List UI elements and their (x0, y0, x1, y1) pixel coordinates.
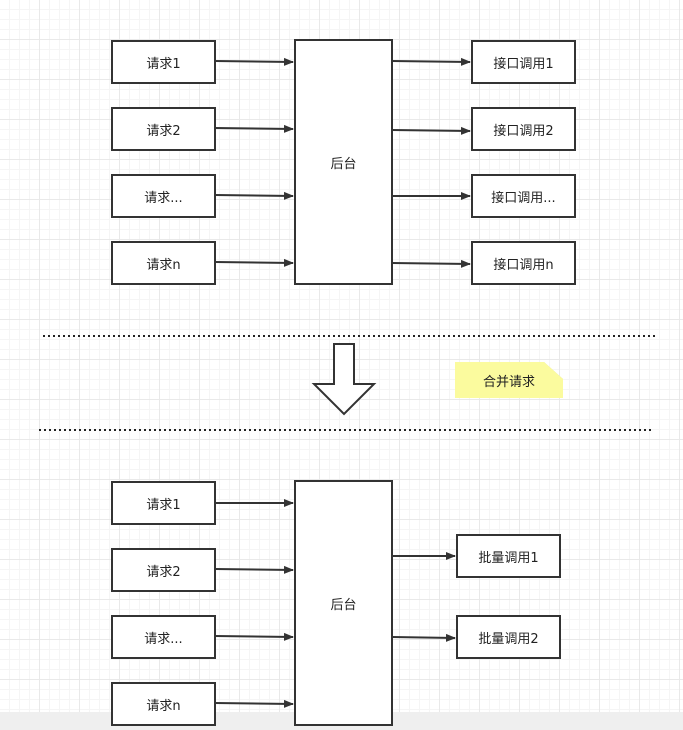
api-call-label: 接口调用1 (493, 56, 554, 72)
request-label: 请求... (144, 190, 183, 206)
request-label: 请求n (146, 698, 181, 714)
batch-call-label: 批量调用2 (478, 631, 539, 647)
request-label: 请求... (144, 631, 183, 647)
api-call-node[interactable]: 接口调用1 (471, 40, 576, 84)
edge-backend-call1 (391, 57, 471, 66)
api-call-node[interactable]: 接口调用n (471, 241, 576, 285)
edge-b-req3-backend (214, 632, 294, 641)
edge-backend-call2 (391, 126, 471, 135)
api-call-node[interactable]: 接口调用... (471, 174, 576, 218)
request-label: 请求2 (146, 564, 181, 580)
edge-b-req2-backend (214, 565, 294, 574)
request-label: 请求1 (146, 56, 181, 72)
batch-call-label: 批量调用1 (478, 550, 539, 566)
down-arrow-icon (311, 343, 377, 416)
api-call-label: 接口调用n (493, 257, 554, 273)
edge-req3-backend (214, 191, 294, 200)
request-node[interactable]: 请求... (111, 174, 216, 218)
request-node[interactable]: 请求... (111, 615, 216, 659)
edge-b-reqn-backend (214, 699, 294, 708)
api-call-node[interactable]: 接口调用2 (471, 107, 576, 151)
note-label: 合并请求 (482, 374, 535, 390)
edge-req1-backend (214, 57, 294, 66)
backend-node[interactable]: 后台 (294, 480, 393, 726)
edge-b-backend-batch2 (391, 633, 456, 642)
request-node[interactable]: 请求2 (111, 548, 216, 592)
request-node[interactable]: 请求n (111, 682, 216, 726)
backend-label: 后台 (330, 156, 357, 172)
backend-label: 后台 (330, 597, 357, 613)
edge-backend-calln (391, 259, 471, 268)
request-label: 请求n (146, 257, 181, 273)
batch-call-node[interactable]: 批量调用2 (456, 615, 561, 659)
merge-requests-note[interactable]: 合并请求 (455, 362, 563, 398)
request-label: 请求1 (146, 497, 181, 513)
request-label: 请求2 (146, 123, 181, 139)
api-call-label: 接口调用... (491, 190, 556, 206)
edge-req2-backend (214, 124, 294, 133)
edge-reqn-backend (214, 258, 294, 267)
request-node[interactable]: 请求2 (111, 107, 216, 151)
request-node[interactable]: 请求1 (111, 481, 216, 525)
request-node[interactable]: 请求n (111, 241, 216, 285)
backend-node[interactable]: 后台 (294, 39, 393, 285)
api-call-label: 接口调用2 (493, 123, 554, 139)
batch-call-node[interactable]: 批量调用1 (456, 534, 561, 578)
request-node[interactable]: 请求1 (111, 40, 216, 84)
